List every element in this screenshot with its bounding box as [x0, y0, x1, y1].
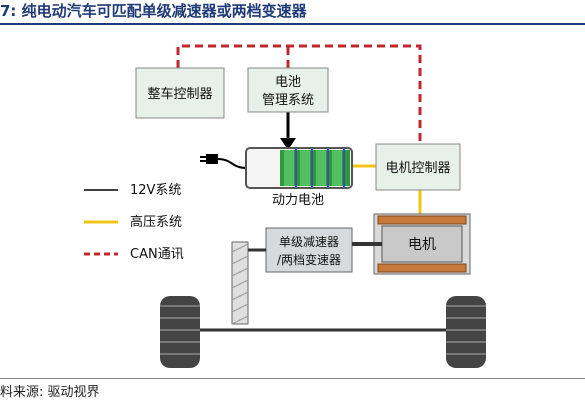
- motor-controller-label: 电机控制器: [385, 161, 450, 176]
- left-wheel-icon: [160, 296, 200, 368]
- reducer-label-line1: 单级减速器: [279, 235, 339, 249]
- differential-icon: [231, 241, 266, 325]
- vehicle-controller-label: 整车控制器: [147, 86, 212, 102]
- legend: 12V系统 高压系统 CAN通讯: [84, 183, 184, 262]
- vehicle-controller-box: [135, 67, 225, 119]
- can-line-top: [176, 44, 422, 142]
- bms-label-line1: 电池: [275, 75, 301, 90]
- motor-controller-box: [375, 143, 461, 191]
- reducer-label-line2: /两档变速器: [277, 252, 341, 267]
- legend-label-can: CAN通讯: [130, 247, 184, 262]
- legend-label-12v: 12V系统: [130, 183, 181, 198]
- power-battery-icon: [245, 147, 353, 189]
- charging-plug-icon: [200, 154, 247, 169]
- right-wheel-icon: [446, 296, 486, 368]
- motor-icon: [366, 213, 471, 275]
- bms-label-line2: 管理系统: [262, 93, 314, 108]
- legend-label-high-voltage: 高压系统: [130, 214, 182, 230]
- figure-title: 7: 纯电动汽车可匹配单级减速器或两档变速器: [0, 2, 307, 20]
- bms-box: [247, 67, 329, 113]
- can-bus: [176, 44, 422, 142]
- bms-to-battery-arrow: [280, 112, 296, 150]
- title-rule: [0, 23, 585, 25]
- source-rule: [0, 378, 585, 379]
- high-voltage-lines: [352, 164, 422, 214]
- motor-label: 电机: [408, 237, 436, 253]
- source-note: 料来源: 驱动视界: [0, 385, 100, 400]
- power-battery-label: 动力电池: [272, 193, 324, 208]
- reducer-box: [265, 227, 353, 273]
